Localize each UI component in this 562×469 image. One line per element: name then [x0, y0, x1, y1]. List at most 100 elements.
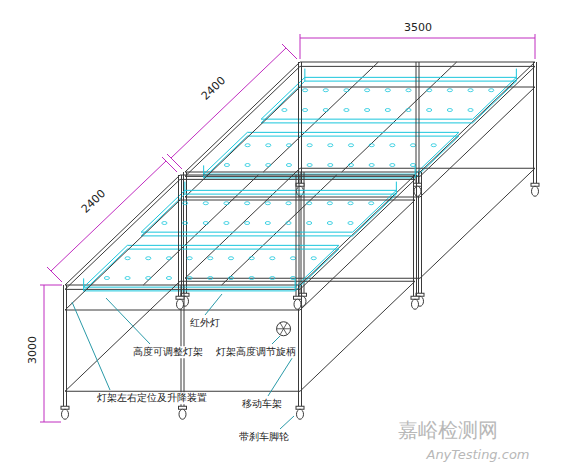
lamp-hole	[286, 222, 291, 225]
caster-wheel	[179, 409, 186, 419]
frame-outline	[65, 200, 415, 310]
dimension-text: 3500	[402, 22, 434, 35]
callout-label: 移动车架	[240, 398, 284, 410]
leader-line	[106, 298, 150, 344]
lamp-hole	[166, 257, 171, 260]
lamp-hole	[270, 257, 275, 260]
lamp-hole	[286, 164, 291, 167]
lamp-hole	[208, 257, 213, 260]
frame-line	[295, 278, 296, 291]
lamp-hole	[224, 164, 229, 167]
frame-line	[536, 62, 537, 183]
lamp-hole	[385, 109, 390, 112]
frame-line	[51, 161, 166, 271]
frame-line	[203, 165, 204, 178]
lamp-hole	[406, 109, 411, 112]
frame-line	[171, 48, 286, 158]
lamp-hole	[369, 144, 374, 147]
caster-wheel	[532, 186, 539, 196]
lamp-hole	[146, 257, 151, 260]
frame-outline	[141, 190, 396, 232]
lamp-hole	[245, 164, 250, 167]
caster-wheel	[414, 186, 421, 196]
frame-outline	[65, 179, 415, 289]
lamp-hole	[228, 257, 233, 260]
lamp-hole	[385, 89, 390, 92]
frame-line	[184, 182, 185, 195]
rack	[181, 62, 539, 306]
frame-line	[143, 175, 258, 285]
lamp-hole	[344, 89, 349, 92]
lamp-hole	[323, 89, 328, 92]
lamp-hole	[307, 144, 312, 147]
lamp-hole	[427, 109, 432, 112]
lamp-hole	[224, 202, 229, 205]
frame-line	[222, 175, 337, 285]
frame-line	[299, 175, 300, 296]
lamp-hole	[228, 277, 233, 280]
frame-line	[66, 285, 67, 406]
frame-line	[416, 175, 417, 296]
lamp-hole	[307, 222, 312, 225]
lamp-hole	[410, 144, 415, 147]
frame-line	[44, 285, 45, 422]
leader-line	[280, 416, 294, 429]
lamp-hole	[344, 109, 349, 112]
frame-line	[47, 267, 62, 282]
lamp-hole	[311, 257, 316, 260]
caster-wheel	[177, 299, 184, 309]
lamp-hole	[245, 202, 250, 205]
frame-outline	[185, 168, 535, 278]
frame-line	[40, 285, 62, 286]
frame-line	[535, 34, 536, 59]
frame-line	[416, 62, 417, 183]
lamp-hole	[431, 144, 436, 147]
caster-wheel	[412, 299, 419, 309]
leader-lines	[72, 294, 296, 429]
lamp-hole	[447, 89, 452, 92]
lamp-hole	[166, 277, 171, 280]
caster-wheel	[294, 299, 301, 309]
frame-line	[296, 175, 297, 296]
frame-line	[162, 157, 177, 172]
frame-line	[83, 278, 84, 291]
lamp-hole	[162, 222, 167, 225]
lamp-hole	[125, 257, 130, 260]
callout-label: 红外灯	[188, 317, 222, 329]
frame-line	[419, 62, 420, 183]
lamp-hole	[302, 109, 307, 112]
lamp-hole	[270, 277, 275, 280]
lamp-hole	[307, 164, 312, 167]
lamp-hole	[328, 164, 333, 167]
lamp-hole	[265, 222, 270, 225]
leader-line	[272, 336, 280, 344]
lamp-hole	[182, 222, 187, 225]
frame-outline	[185, 66, 535, 176]
lamp-hole	[104, 277, 109, 280]
lamp-hole	[327, 222, 332, 225]
frame-line	[301, 62, 302, 183]
frame-line	[263, 62, 378, 172]
callout-label: 灯架高度调节旋柄	[214, 346, 298, 358]
lamp-hole	[146, 277, 151, 280]
rack	[61, 175, 419, 419]
dimensions	[40, 34, 535, 422]
frame-outline	[185, 87, 535, 197]
frame-line	[298, 62, 299, 183]
lamp-hole	[365, 109, 370, 112]
lamp-hole	[365, 89, 370, 92]
lamp-hole	[369, 164, 374, 167]
lamp-hole	[323, 109, 328, 112]
handwheel	[277, 322, 291, 336]
lamp-hole	[290, 257, 295, 260]
lamp-hole	[266, 144, 271, 147]
lamp-hole	[208, 277, 213, 280]
frame-line	[178, 175, 179, 296]
lamp-hole	[245, 222, 250, 225]
lamp-hole	[468, 109, 473, 112]
watermark: AnyTesting.com	[424, 448, 531, 463]
lamp-hole	[447, 109, 452, 112]
watermark: 嘉峪检测网	[396, 419, 500, 442]
lamp-hole	[125, 277, 130, 280]
lamp-hole	[286, 202, 291, 205]
